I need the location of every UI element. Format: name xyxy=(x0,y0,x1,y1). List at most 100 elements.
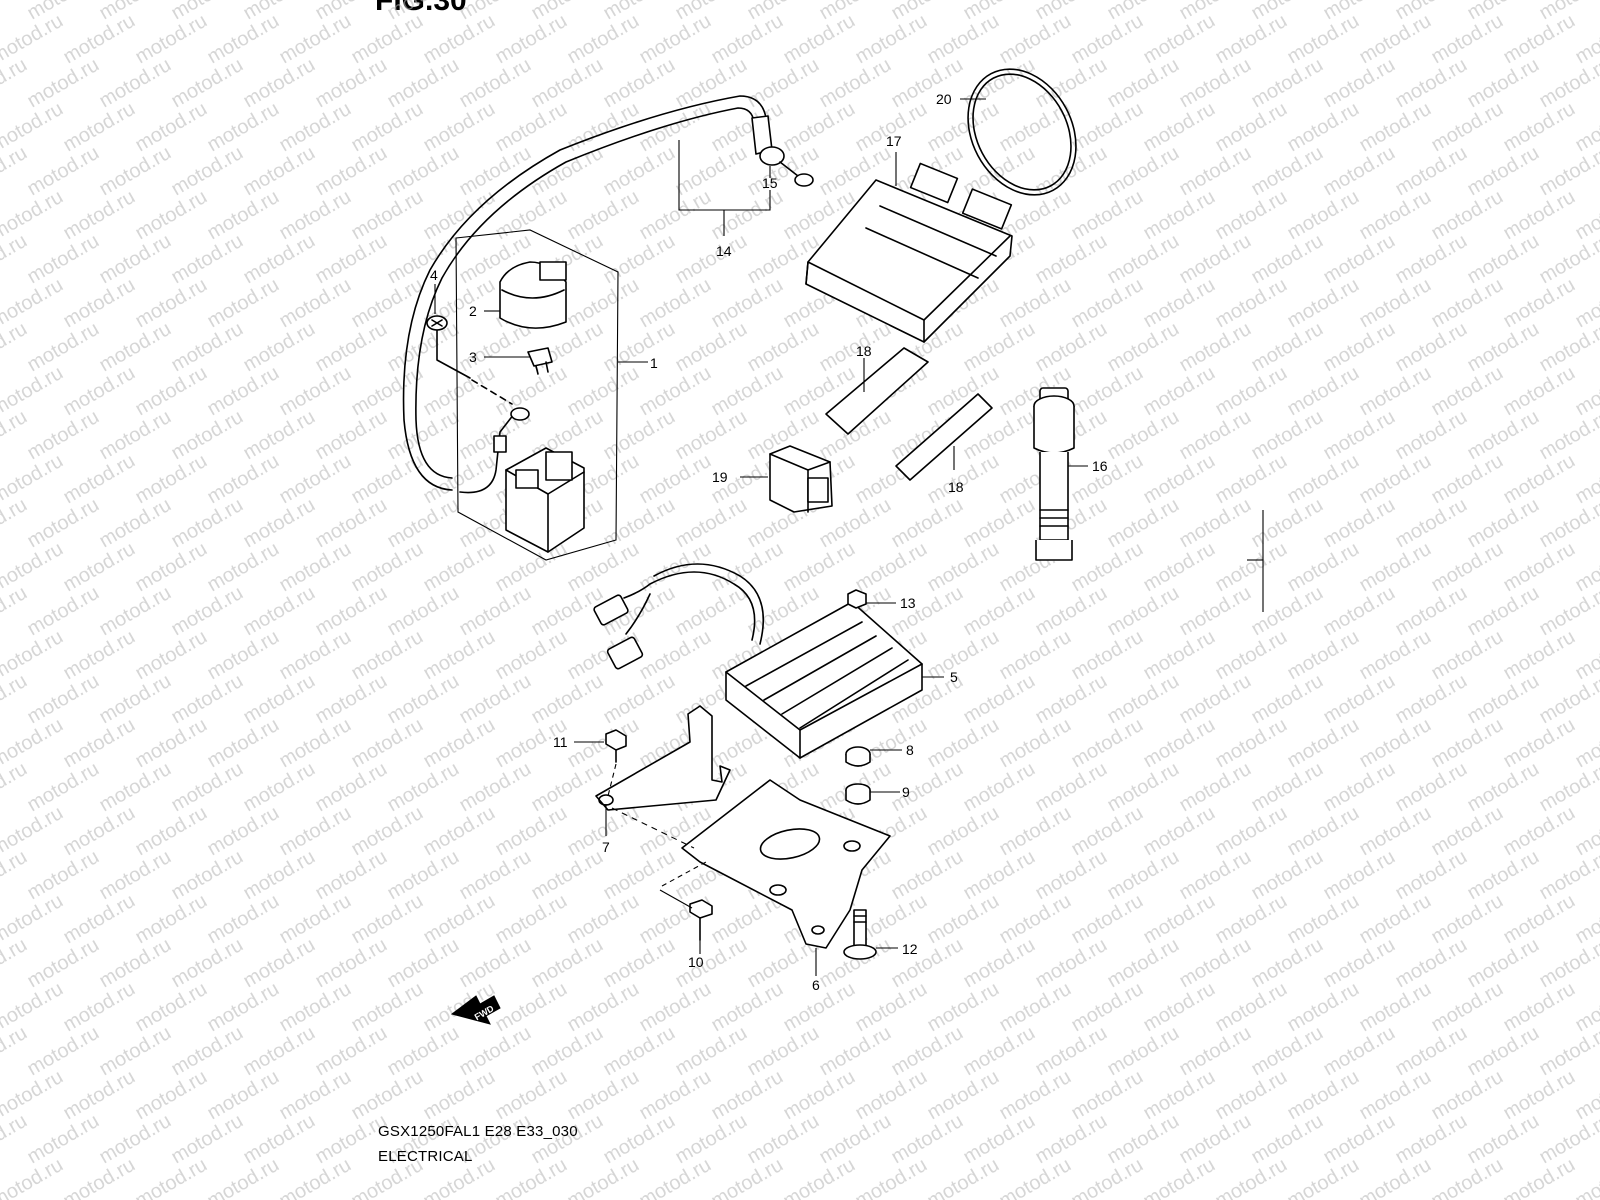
watermark-text: motod.ru xyxy=(1500,978,1579,1037)
tape-b xyxy=(895,393,993,481)
watermark-text: motod.ru xyxy=(1500,186,1579,245)
callout-1: 1 xyxy=(650,355,658,371)
watermark-text: motod.ru xyxy=(1068,98,1147,157)
watermark-text: motod.ru xyxy=(420,450,499,509)
watermark-text: motod.ru xyxy=(1176,934,1255,993)
watermark-text: motod.ru xyxy=(276,274,355,333)
watermark-text: motod.ru xyxy=(960,670,1039,729)
watermark-text: motod.ru xyxy=(204,978,283,1037)
bracket-6-hole xyxy=(843,840,861,852)
watermark-text: motod.ru xyxy=(672,934,751,993)
watermark-text: motod.ru xyxy=(1068,1066,1147,1125)
watermark-text: motod.ru xyxy=(600,1022,679,1081)
watermark-text: motod.ru xyxy=(312,230,391,289)
watermark-text: motod.ru xyxy=(132,538,211,597)
watermark-text: motod.ru xyxy=(456,846,535,905)
watermark-text: motod.ru xyxy=(384,582,463,641)
watermark-text: motod.ru xyxy=(384,934,463,993)
callout-3: 3 xyxy=(469,349,477,365)
watermark-text: motod.ru xyxy=(456,142,535,201)
callout-20: 20 xyxy=(936,91,952,107)
watermark-text: motod.ru xyxy=(1176,494,1255,553)
watermark-text: motod.ru xyxy=(348,1066,427,1125)
watermark-text: motod.ru xyxy=(1284,714,1363,773)
watermark-text: motod.ru xyxy=(1248,54,1327,113)
watermark-text: motod.ru xyxy=(1356,1154,1435,1200)
watermark-text: motod.ru xyxy=(24,494,103,553)
watermark-text: motod.ru xyxy=(60,802,139,861)
watermark-text: motod.ru xyxy=(888,494,967,553)
watermark-text: motod.ru xyxy=(1428,890,1507,949)
watermark-text: motod.ru xyxy=(420,10,499,69)
watermark-text: motod.ru xyxy=(996,714,1075,773)
watermark-text: motod.ru xyxy=(1464,494,1543,553)
callout-18-lower: 18 xyxy=(948,479,964,495)
watermark-text: motod.ru xyxy=(1464,934,1543,993)
watermark-text: motod.ru xyxy=(960,582,1039,641)
watermark-text: motod.ru xyxy=(1104,318,1183,377)
watermark-text: motod.ru xyxy=(1428,538,1507,597)
watermark-text: motod.ru xyxy=(1356,450,1435,509)
watermark-text: motod.ru xyxy=(240,54,319,113)
watermark-text: motod.ru xyxy=(24,230,103,289)
watermark-text: motod.ru xyxy=(204,274,283,333)
watermark-text: motod.ru xyxy=(1428,450,1507,509)
watermark-text: motod.ru xyxy=(996,274,1075,333)
watermark-text: motod.ru xyxy=(312,142,391,201)
watermark-text: motod.ru xyxy=(1392,54,1471,113)
watermark-text: motod.ru xyxy=(564,538,643,597)
watermark-text: motod.ru xyxy=(276,714,355,773)
watermark-text: motod.ru xyxy=(1356,714,1435,773)
watermark-text: motod.ru xyxy=(420,98,499,157)
watermark-text: motod.ru xyxy=(1032,758,1111,817)
watermark-text: motod.ru xyxy=(1428,714,1507,773)
watermark-text: motod.ru xyxy=(204,802,283,861)
watermark-text: motod.ru xyxy=(24,670,103,729)
watermark-text: motod.ru xyxy=(1176,142,1255,201)
watermark-text: motod.ru xyxy=(276,1154,355,1200)
watermark-text: motod.ru xyxy=(420,714,499,773)
watermark-text: motod.ru xyxy=(1176,406,1255,465)
watermark-text: motod.ru xyxy=(1176,1022,1255,1081)
battery-cable-group xyxy=(402,95,814,491)
watermark-text: motod.ru xyxy=(1176,1110,1255,1169)
watermark-text: motod.ru xyxy=(1320,494,1399,553)
watermark-text: motod.ru xyxy=(1140,714,1219,773)
watermark-text: motod.ru xyxy=(1500,1066,1579,1125)
watermark-text: motod.ru xyxy=(708,10,787,69)
watermark-text: motod.ru xyxy=(1392,934,1471,993)
watermark-text: motod.ru xyxy=(168,1022,247,1081)
watermark-text: motod.ru xyxy=(240,318,319,377)
watermark-text: motod.ru xyxy=(24,1110,103,1169)
watermark-text: motod.ru xyxy=(852,1066,931,1125)
ecm-connector xyxy=(961,188,1013,230)
watermark-text: motod.ru xyxy=(996,626,1075,685)
watermark-text: motod.ru xyxy=(888,758,967,817)
watermark-text: motod.ru xyxy=(600,230,679,289)
watermark-text: motod.ru xyxy=(240,406,319,465)
watermark-text: motod.ru xyxy=(0,406,31,465)
watermark-text: motod.ru xyxy=(924,714,1003,773)
watermark-text: motod.ru xyxy=(1104,406,1183,465)
watermark-text: motod.ru xyxy=(1068,714,1147,773)
watermark-text: motod.ru xyxy=(1212,626,1291,685)
starter-relay-group xyxy=(426,229,619,561)
watermark-text: motod.ru xyxy=(672,582,751,641)
watermark-text: motod.ru xyxy=(1500,274,1579,333)
watermark-text: motod.ru xyxy=(600,670,679,729)
watermark-text: motod.ru xyxy=(1320,142,1399,201)
watermark-text: motod.ru xyxy=(1500,714,1579,773)
watermark-text: motod.ru xyxy=(492,186,571,245)
watermark-text: motod.ru xyxy=(312,406,391,465)
model-code: GSX1250FAL1 E28 E33_030 xyxy=(378,1123,578,1140)
fuse-clip-leg xyxy=(545,361,549,373)
ecm-ridge xyxy=(865,227,979,279)
watermark-text: motod.ru xyxy=(0,1022,31,1081)
nut-13 xyxy=(847,589,867,609)
watermark-text: motod.ru xyxy=(1428,802,1507,861)
relay-wire xyxy=(459,413,515,494)
watermark-text: motod.ru xyxy=(132,1066,211,1125)
watermark-text: motod.ru xyxy=(1284,362,1363,421)
watermark-text: motod.ru xyxy=(312,494,391,553)
watermark-text: motod.ru xyxy=(1320,1110,1399,1169)
